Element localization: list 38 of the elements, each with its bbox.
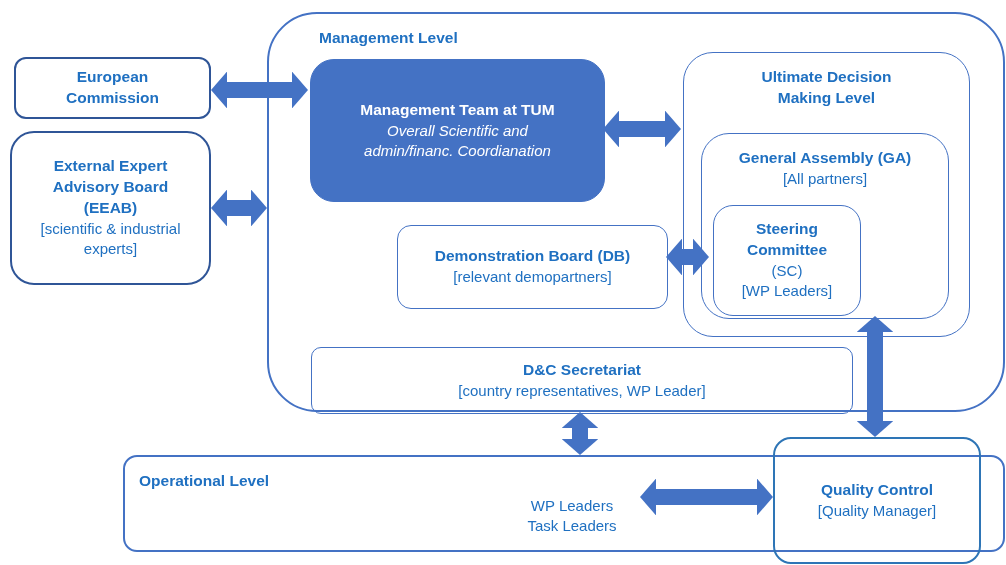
double-arrow: [640, 478, 773, 516]
level-title: Management Level: [319, 28, 458, 48]
box-title: External Expert Advisory Board (EEAB): [51, 156, 170, 219]
box-subtitle: [relevant demopartners]: [453, 267, 612, 288]
box-subtitle: [All partners]: [782, 168, 868, 189]
level-panel: [267, 12, 1005, 412]
box-subtitle: (SC): [771, 261, 803, 282]
double-arrow: [211, 71, 308, 109]
group-box: [683, 52, 970, 337]
box-title: European Commission: [65, 67, 160, 108]
process-box: [14, 57, 211, 119]
box-subtitle: [country representatives, WP Leader]: [458, 380, 706, 401]
double-arrow: [561, 412, 599, 455]
double-arrow: [666, 238, 709, 276]
box-subtitle: [Quality Manager]: [817, 500, 937, 521]
process-box: [397, 225, 668, 309]
box-subtitle: Overall Scientific and admin/financ. Coordianation: [363, 120, 552, 161]
box-subtitle: [scientific & industrial experts]: [39, 219, 182, 260]
box-subtitle: [WP Leaders]: [741, 281, 833, 302]
box-title: Management Team at TUM: [360, 99, 555, 120]
box-title: Demonstration Board (DB): [434, 246, 631, 267]
process-box: [311, 347, 853, 414]
team-box: [310, 59, 605, 202]
box-title: Quality Control: [821, 479, 933, 500]
box-title: Steering Committee: [745, 219, 829, 261]
process-box: [773, 437, 981, 564]
double-arrow: [856, 316, 894, 437]
box-title: D&C Secretariat: [523, 359, 641, 380]
process-box: [10, 131, 211, 285]
process-box: [713, 205, 861, 316]
level-title: General Assembly (GA): [738, 148, 912, 168]
box-title: WP Leaders Task Leaders: [526, 495, 618, 536]
level-title: Ultimate Decision Making Level: [760, 67, 893, 108]
group-box: [701, 133, 949, 319]
double-arrow: [211, 189, 267, 227]
level-panel: [123, 455, 1005, 552]
double-arrow: [603, 110, 681, 148]
level-title: Operational Level: [139, 471, 270, 491]
